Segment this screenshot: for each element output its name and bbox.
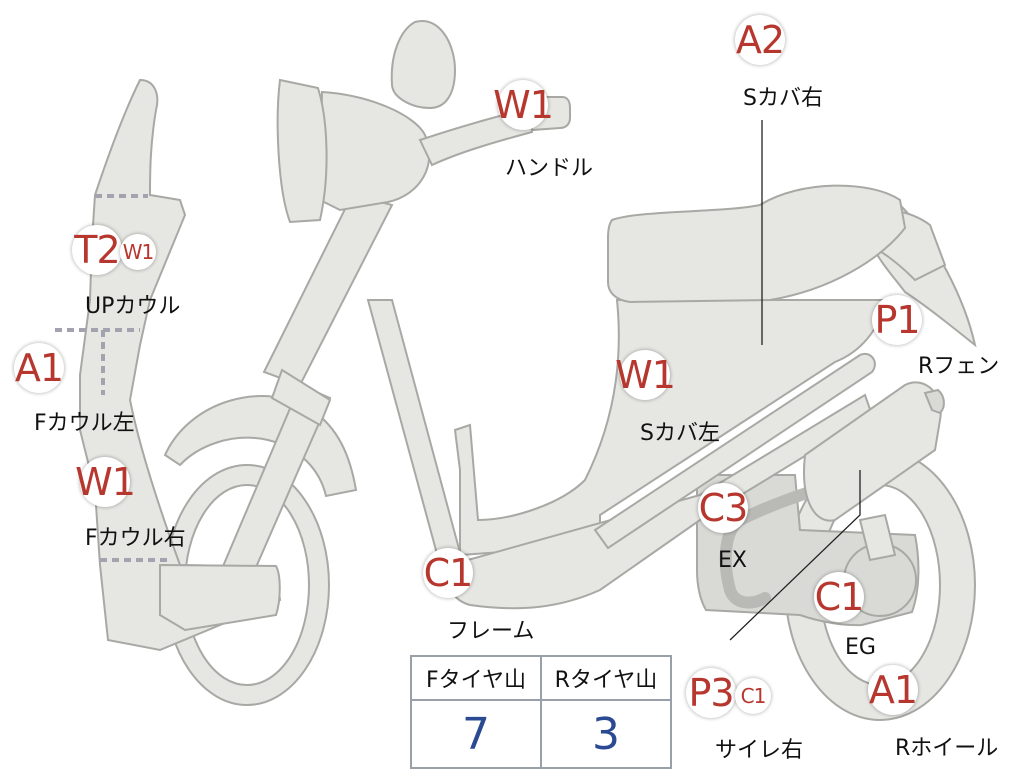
label-ex: EX [718, 548, 747, 573]
table-value-front: 7 [462, 708, 490, 760]
marker-c1-frame[interactable]: C1 [423, 548, 473, 598]
headlamp-lens [276, 78, 328, 224]
table-header-front: Fタイヤ山 [412, 657, 540, 701]
marker-c3-ex[interactable]: C3 [698, 483, 748, 533]
front-cowl [79, 78, 282, 652]
headlamp-housing [318, 90, 431, 212]
marker-w1-f-cowl-right[interactable]: W1 [75, 457, 136, 507]
rear-suspension [858, 513, 897, 562]
mirror [390, 19, 457, 110]
label-r-wheel: Rホイール [895, 736, 999, 761]
label-scover-left: Sカバ左 [640, 421, 720, 446]
marker-a1-f-cowl-left[interactable]: A1 [14, 343, 64, 393]
body-side-cover [453, 299, 887, 557]
marker-t2-up-cowl[interactable]: T2 [72, 225, 122, 275]
label-f-cowl-right: Fカウル右 [85, 526, 186, 551]
upper-frame-rail [593, 352, 876, 550]
seat [607, 184, 907, 304]
tire-tread-table: Fタイヤ山 Rタイヤ山 7 3 [410, 655, 672, 769]
marker-p3-side-right[interactable]: P3 [686, 668, 736, 718]
marker-a1-r-wheel[interactable]: A1 [868, 665, 918, 715]
label-r-fender: Rフェン [918, 354, 1000, 379]
label-frame: フレーム [447, 619, 535, 644]
marker-c1-side-right-small[interactable]: C1 [735, 678, 771, 714]
marker-c1-eg[interactable]: C1 [814, 572, 864, 622]
muffler-tip [923, 388, 945, 415]
front-wheel [163, 464, 331, 706]
marker-p1-r-fender[interactable]: P1 [872, 295, 922, 345]
marker-w1-up-cowl-small[interactable]: W1 [120, 234, 156, 270]
muffler [803, 381, 942, 522]
marker-a2-scover-right[interactable]: A2 [735, 15, 785, 65]
marker-w1-handle[interactable]: W1 [493, 80, 554, 130]
label-eg: EG [845, 635, 876, 660]
leader-muffler [729, 470, 861, 641]
exhaust-pipe [719, 476, 846, 609]
label-handle: ハンドル [505, 156, 594, 181]
label-f-cowl-left: Fカウル左 [34, 411, 135, 436]
table-value-rear: 3 [592, 708, 620, 760]
label-scover-right: Sカバ右 [743, 86, 823, 111]
label-side-right: サイレ右 [715, 738, 804, 763]
label-up-cowl: UPカウル [85, 294, 181, 319]
steering-down-tube [262, 193, 394, 387]
table-divider [540, 657, 542, 767]
table-header-rear: Rタイヤ山 [542, 657, 670, 701]
marker-w1-scover-left[interactable]: W1 [615, 350, 676, 400]
down-frame-tube [366, 299, 464, 567]
front-footboard [159, 563, 281, 632]
fork-lower [270, 368, 332, 427]
